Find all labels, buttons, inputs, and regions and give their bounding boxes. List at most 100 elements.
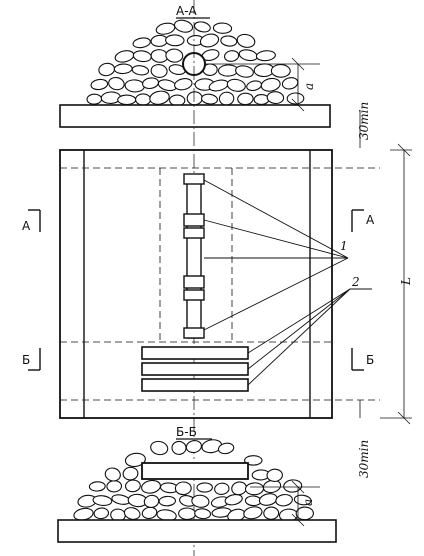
stone	[281, 77, 299, 90]
stone	[135, 93, 152, 106]
stone	[275, 493, 293, 507]
stone-mound-top	[86, 19, 305, 107]
dim-min-bottom: 30min	[357, 440, 371, 478]
dim-length-label: L	[399, 277, 413, 286]
slab	[141, 362, 249, 376]
dim-min-bottom-group: 30min	[357, 400, 371, 478]
stone	[220, 35, 238, 47]
stone	[174, 78, 193, 91]
drain-pipe	[186, 177, 202, 339]
stone	[253, 94, 270, 105]
stone	[174, 481, 192, 496]
stone-mound-bottom	[73, 439, 314, 522]
pipe-joint	[183, 327, 205, 339]
section-mark-b-right: Б	[366, 353, 374, 367]
stone	[200, 93, 219, 105]
callout-2: 2	[351, 275, 360, 289]
stone	[193, 21, 211, 33]
stone	[178, 507, 197, 520]
stone	[171, 440, 187, 455]
stone	[122, 466, 139, 481]
stone	[223, 50, 240, 62]
section-bb-title: Б-Б	[176, 425, 197, 439]
stone	[149, 90, 170, 105]
stone	[266, 91, 285, 105]
base-slab-bottom	[57, 519, 337, 543]
stone	[141, 479, 161, 494]
stone	[113, 63, 133, 75]
pipe-joint	[183, 227, 205, 239]
stone	[263, 506, 280, 520]
stone	[224, 493, 243, 506]
section-mark-a-left: А	[22, 219, 31, 233]
stone	[186, 91, 203, 106]
dim-height-label-bottom: a	[301, 499, 315, 506]
stone	[214, 482, 230, 495]
stone	[235, 65, 254, 78]
stone	[286, 92, 305, 105]
stone	[114, 50, 135, 63]
stone	[217, 442, 235, 455]
stone	[100, 91, 122, 104]
pipe-joint	[183, 275, 205, 289]
pipe-joint	[183, 213, 205, 227]
stone	[92, 495, 113, 507]
stone	[158, 495, 177, 507]
stone	[236, 33, 256, 48]
pipe-joint	[183, 173, 205, 185]
slab	[141, 346, 249, 360]
section-aa-title: А-А	[176, 4, 198, 18]
stone	[226, 78, 246, 92]
stone	[106, 480, 123, 493]
stone	[246, 80, 263, 92]
stone	[90, 78, 109, 91]
base-slab-top	[59, 104, 331, 128]
stone	[124, 79, 145, 93]
stone	[123, 507, 141, 520]
stone	[293, 494, 312, 506]
section-mark-b-left: Б	[22, 353, 30, 367]
stone	[244, 455, 263, 466]
stone	[173, 19, 194, 33]
stone	[258, 493, 278, 506]
stone	[86, 93, 103, 105]
stone	[260, 77, 281, 92]
pipe-joint	[183, 289, 205, 301]
stone	[124, 479, 141, 493]
plan-view: А А Б Б 1 2 L	[22, 0, 413, 556]
stone	[98, 62, 116, 77]
dim-height-label: a	[302, 83, 316, 90]
stone	[218, 91, 235, 106]
stone	[131, 65, 150, 76]
stone	[155, 22, 176, 35]
stone	[237, 92, 254, 106]
stone	[104, 467, 121, 482]
section-mark-a-right: А	[366, 213, 375, 227]
stone	[165, 48, 184, 63]
stone	[295, 506, 314, 521]
stone	[117, 94, 137, 106]
stone	[93, 507, 110, 520]
section-aa-view: А-А a 30min	[59, 4, 371, 148]
stone	[255, 50, 276, 62]
section-bb-view: Б-Б a	[57, 425, 337, 543]
stone	[243, 506, 263, 520]
stone	[191, 494, 210, 508]
slab	[141, 378, 249, 392]
stone	[143, 494, 160, 508]
stone	[212, 22, 233, 34]
stone	[124, 452, 146, 468]
stone	[194, 508, 212, 520]
stone	[244, 482, 265, 496]
stone	[108, 76, 125, 91]
stone	[185, 440, 202, 454]
stone	[142, 77, 159, 90]
stone	[266, 468, 283, 482]
stone	[199, 33, 220, 48]
stone	[238, 49, 258, 62]
stone	[165, 34, 185, 47]
stone	[88, 481, 106, 492]
stone	[270, 64, 291, 78]
stone	[150, 64, 168, 78]
